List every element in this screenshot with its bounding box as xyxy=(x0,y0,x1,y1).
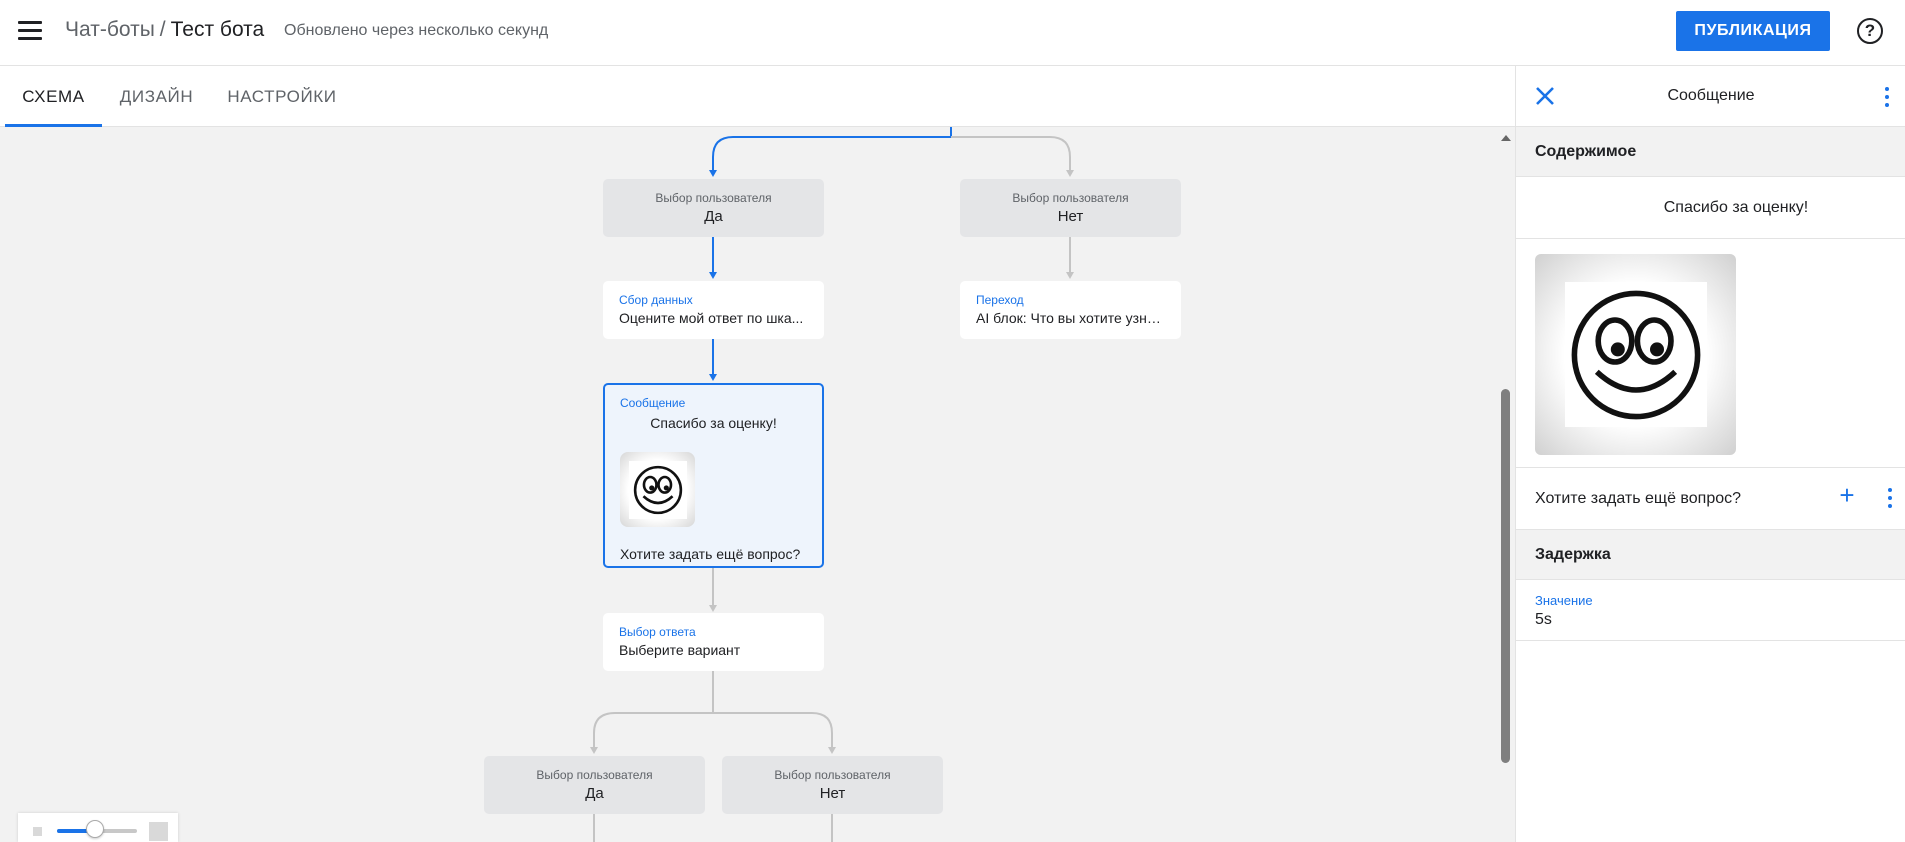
top-bar: Чат-боты/Тест бота Обновлено через неско… xyxy=(0,0,1905,66)
node-type: Сбор данных xyxy=(619,293,693,307)
node-user-choice-yes-2[interactable]: Выбор пользователя Да xyxy=(484,756,705,814)
node-message-text: Спасибо за оценку! xyxy=(650,415,777,431)
panel-button-row: Хотите задать ещё вопрос? + xyxy=(1516,468,1905,530)
delay-field-label: Значение xyxy=(1535,593,1593,608)
tab-design[interactable]: ДИЗАЙН xyxy=(119,86,194,106)
smiley-icon xyxy=(633,465,682,514)
tab-schema[interactable]: СХЕМА xyxy=(5,66,102,127)
zoom-out-icon[interactable] xyxy=(33,827,42,836)
connector-split xyxy=(593,670,833,749)
breadcrumb-current: Тест бота xyxy=(170,18,265,41)
connector-no xyxy=(951,136,1071,172)
node-text: AI блок: Что вы хотите узна... xyxy=(976,310,1165,326)
node-user-choice-yes[interactable]: Выбор пользователя Да xyxy=(603,179,824,237)
arrow-head xyxy=(709,272,717,279)
node-user-choice-no-2[interactable]: Выбор пользователя Нет xyxy=(722,756,943,814)
panel-title: Сообщение xyxy=(1667,87,1755,104)
arrow-head xyxy=(709,374,717,381)
zoom-control xyxy=(18,813,178,842)
node-transition[interactable]: Переход AI блок: Что вы хотите узна... xyxy=(960,281,1181,339)
delay-field-value: 5s xyxy=(1535,611,1552,628)
node-type: Выбор ответа xyxy=(619,625,696,639)
node-value: Нет xyxy=(819,785,846,802)
help-icon[interactable]: ? xyxy=(1857,18,1883,44)
update-status: Обновлено через несколько секунд xyxy=(284,22,549,39)
connector xyxy=(593,814,833,842)
node-text: Выберите вариант xyxy=(619,642,741,658)
node-type: Сообщение xyxy=(620,396,686,410)
node-user-choice-no[interactable]: Выбор пользователя Нет xyxy=(960,179,1181,237)
tab-bar: СХЕМА ДИЗАЙН НАСТРОЙКИ xyxy=(0,66,1515,127)
smiley-icon xyxy=(1571,290,1700,419)
panel-message-text[interactable]: Спасибо за оценку! xyxy=(1516,177,1905,239)
node-answer-choice[interactable]: Выбор ответа Выберите вариант xyxy=(603,613,824,671)
arrow-head xyxy=(828,747,836,754)
node-value: Да xyxy=(585,785,604,802)
node-caption: Выбор пользователя xyxy=(655,191,772,205)
panel-more-icon[interactable] xyxy=(1884,87,1890,109)
section-delay-heading: Задержка xyxy=(1516,530,1905,580)
menu-icon[interactable] xyxy=(18,21,42,41)
panel-header: Сообщение xyxy=(1516,66,1905,127)
tab-settings[interactable]: НАСТРОЙКИ xyxy=(227,86,337,106)
panel-button-label[interactable]: Хотите задать ещё вопрос? xyxy=(1535,490,1742,507)
flow-connectors xyxy=(590,127,1074,842)
node-image-thumbnail xyxy=(620,452,695,527)
flow-canvas[interactable]: Выбор пользователя Да Выбор пользователя… xyxy=(0,127,1515,842)
node-data-collection[interactable]: Сбор данных Оцените мой ответ по шка... xyxy=(603,281,824,339)
connector-yes xyxy=(712,127,952,172)
node-message-selected[interactable]: Сообщение Спасибо за оценку! Хотите зада… xyxy=(603,383,824,568)
vertical-scrollbar-thumb[interactable] xyxy=(1501,389,1510,763)
node-caption: Выбор пользователя xyxy=(774,768,891,782)
zoom-slider-fill xyxy=(57,829,95,833)
zoom-in-icon[interactable] xyxy=(149,822,168,841)
arrow-head xyxy=(590,747,598,754)
breadcrumb-separator: / xyxy=(159,18,166,41)
arrow-head xyxy=(1066,170,1074,177)
breadcrumb-chatbots-link[interactable]: Чат-боты xyxy=(65,18,155,41)
publish-button[interactable]: ПУБЛИКАЦИЯ xyxy=(1676,11,1830,51)
section-content-heading: Содержимое xyxy=(1516,127,1905,177)
panel-image-row xyxy=(1516,239,1905,468)
scroll-up-arrow[interactable] xyxy=(1501,135,1511,141)
node-type: Переход xyxy=(976,293,1024,307)
node-caption: Выбор пользователя xyxy=(536,768,653,782)
add-icon[interactable]: + xyxy=(1839,480,1855,510)
node-value: Да xyxy=(704,208,723,225)
arrow-head xyxy=(709,605,717,612)
button-more-icon[interactable] xyxy=(1887,488,1893,510)
breadcrumb: Чат-боты/Тест бота xyxy=(65,18,264,42)
close-icon[interactable] xyxy=(1534,85,1556,107)
node-value: Нет xyxy=(1057,208,1084,225)
arrow-head xyxy=(1066,272,1074,279)
panel-image[interactable] xyxy=(1535,254,1736,455)
zoom-slider-handle[interactable] xyxy=(85,820,104,838)
delay-value-field[interactable]: Значение 5s xyxy=(1516,580,1905,641)
node-caption: Выбор пользователя xyxy=(1012,191,1129,205)
properties-panel: Сообщение Содержимое Спасибо за оценку! … xyxy=(1515,66,1905,842)
arrow-head xyxy=(709,170,717,177)
node-message-question: Хотите задать ещё вопрос? xyxy=(620,546,801,562)
node-text: Оцените мой ответ по шка... xyxy=(619,310,804,326)
